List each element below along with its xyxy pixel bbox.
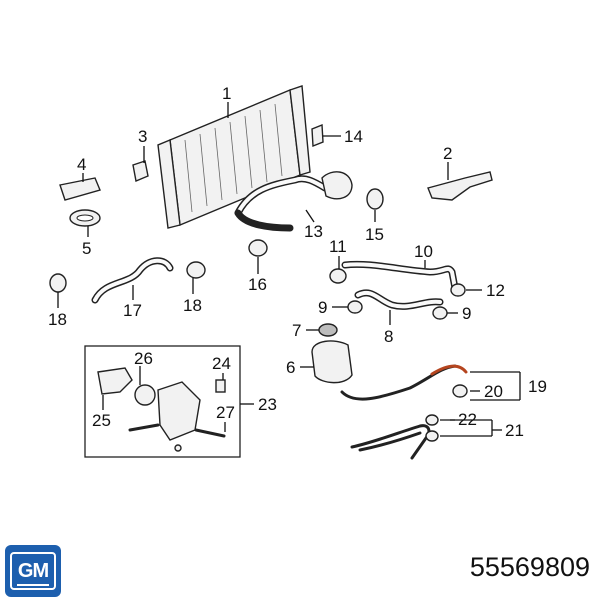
clamp-12 [450, 283, 466, 297]
reservoir-cap-7 [318, 323, 338, 337]
clamp-9-right [432, 306, 448, 320]
clamp-16 [248, 239, 268, 257]
part-number: 55569809 [469, 552, 590, 582]
clamp-11 [329, 268, 347, 284]
callouts: 1 2 3 4 5 14 13 15 16 17 18 18 11 10 12 … [48, 84, 547, 440]
callout-16: 16 [248, 275, 267, 294]
heater-hose-10 [341, 260, 459, 292]
callout-7: 7 [292, 321, 301, 340]
callout-12: 12 [486, 281, 505, 300]
clip-14 [311, 123, 324, 148]
bracket-2 [427, 171, 493, 201]
callout-8: 8 [384, 327, 393, 346]
callout-22: 22 [458, 410, 477, 429]
callout-24: 24 [212, 354, 231, 373]
lower-radiator-hose [91, 257, 174, 304]
clamp-18-left [49, 273, 67, 293]
callout-2: 2 [443, 144, 452, 163]
overflow-tube-19 [340, 364, 468, 401]
gm-logo-text: GM [17, 559, 49, 582]
callout-18b: 18 [183, 296, 202, 315]
callout-1: 1 [222, 84, 231, 103]
seal-4 [59, 177, 101, 201]
upper-radiator-hose [234, 171, 353, 232]
callout-13: 13 [304, 222, 323, 241]
callout-9b: 9 [462, 304, 471, 323]
callout-3: 3 [138, 127, 147, 146]
callout-9a: 9 [318, 298, 327, 317]
callout-20: 20 [484, 382, 503, 401]
gm-logo-icon [5, 545, 61, 597]
callout-25: 25 [92, 411, 111, 430]
callout-11: 11 [329, 237, 347, 256]
clamp-18-right [186, 261, 206, 279]
bracket-3 [132, 160, 149, 182]
clamp-9-left [347, 300, 363, 314]
coolant-pipe-21 [350, 424, 431, 460]
leader-lines [57, 102, 521, 437]
callout-5: 5 [82, 239, 91, 258]
callout-10: 10 [414, 242, 433, 261]
callout-26: 26 [134, 349, 153, 368]
radiator [157, 85, 311, 229]
callout-18a: 18 [48, 310, 67, 329]
seal-22 [425, 414, 439, 442]
clamp-15 [366, 188, 384, 210]
clamp-20 [452, 384, 468, 398]
callout-23: 23 [258, 395, 277, 414]
callout-19: 19 [528, 377, 547, 396]
coolant-reservoir-6 [311, 340, 353, 384]
heater-hose-8 [354, 289, 444, 310]
callout-6: 6 [286, 358, 295, 377]
callout-4: 4 [77, 155, 86, 174]
seal-5 [69, 209, 101, 227]
callout-15: 15 [365, 225, 384, 244]
callout-17: 17 [123, 301, 142, 320]
callout-21: 21 [505, 421, 524, 440]
callout-27: 27 [216, 403, 235, 422]
thermostat-group-box [84, 345, 241, 458]
callout-14: 14 [344, 127, 363, 146]
